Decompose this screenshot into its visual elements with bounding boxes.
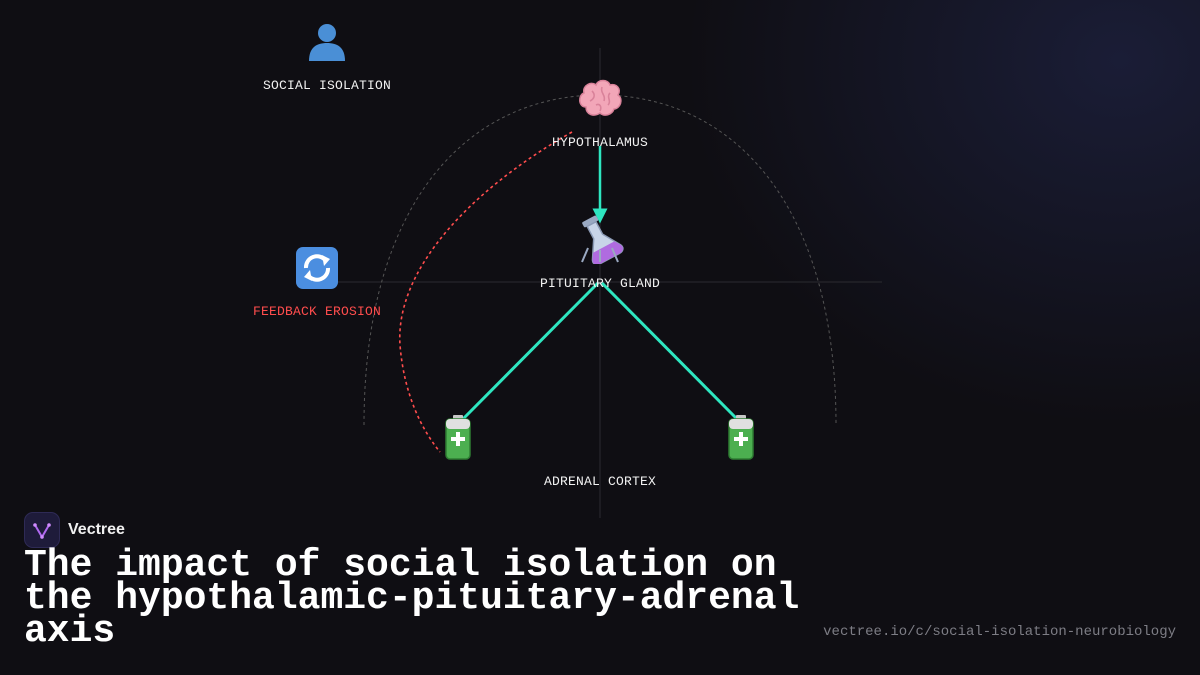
pituitary-gland-label: PITUITARY GLAND <box>539 276 661 291</box>
cycle-arrows-icon <box>295 246 339 290</box>
feedback-erosion-path <box>399 131 573 453</box>
brand[interactable]: Vectree <box>24 512 125 548</box>
person-silhouette-icon <box>305 19 349 63</box>
battery-icon <box>443 414 473 460</box>
pituitary-to-right-adrenal-line <box>600 281 740 422</box>
social-isolation-label: SOCIAL ISOLATION <box>262 78 392 93</box>
pituitary-to-left-adrenal-line <box>460 281 600 422</box>
battery-icon <box>726 414 756 460</box>
brand-name: Vectree <box>68 521 125 538</box>
feedback-erosion-label: FEEDBACK EROSION <box>252 304 382 319</box>
adrenal-cortex-label: ADRENAL CORTEX <box>543 474 657 489</box>
brain-icon <box>576 77 624 119</box>
source-url[interactable]: vectree.io/c/social-isolation-neurobiolo… <box>823 624 1176 640</box>
vectree-logo-icon <box>24 512 60 548</box>
hypothalamus-label: HYPOTHALAMUS <box>551 135 649 150</box>
page-title: The impact of social isolation on the hy… <box>24 544 800 653</box>
flask-icon <box>574 214 626 264</box>
outer-arc-guide <box>363 94 837 426</box>
